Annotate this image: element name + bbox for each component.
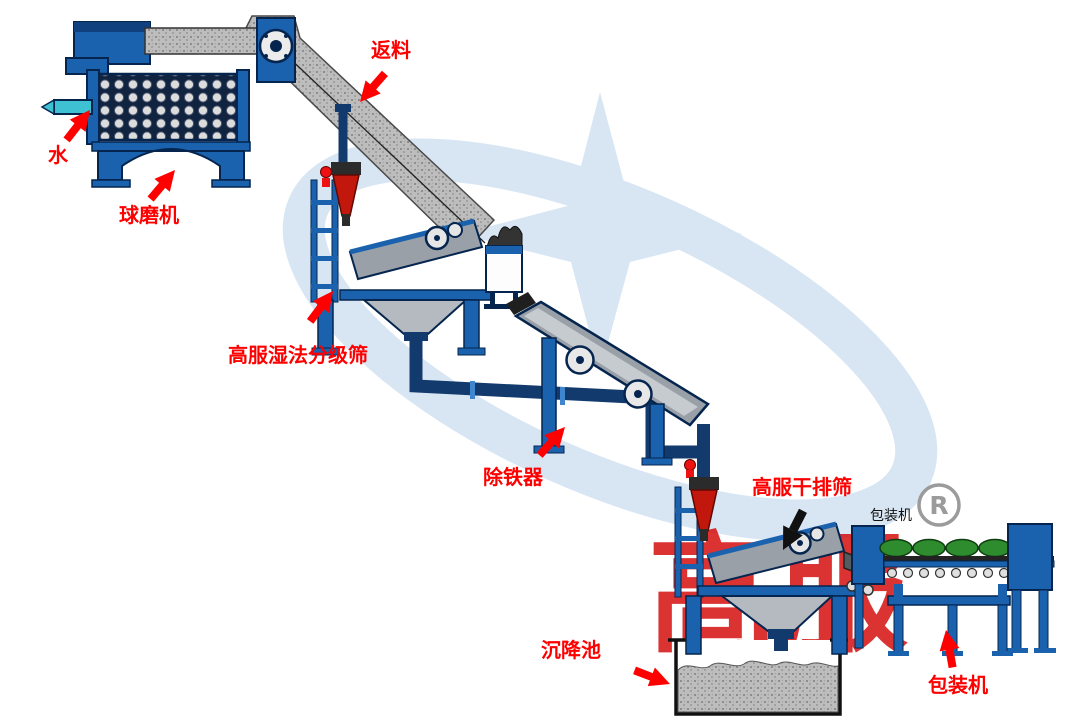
ball-mill <box>40 17 296 188</box>
registered-trademark: R <box>917 483 961 527</box>
sludge <box>677 660 839 713</box>
packing-machine-top-label: 包装机 <box>870 508 912 524</box>
mill-drum <box>94 72 242 142</box>
ball-mill-label: 球磨机 <box>119 203 179 227</box>
wet-screen-arrow <box>306 291 333 324</box>
return-material-label: 返料 <box>371 38 411 62</box>
dry-screen-label: 高服干排筛 <box>752 475 852 499</box>
settling-pond-label: 沉降池 <box>541 638 601 662</box>
packing-machine <box>851 523 1056 656</box>
vibrator-icon <box>809 526 825 542</box>
packing-machine-arrow <box>939 630 960 669</box>
star-watermark-shape <box>460 92 742 372</box>
packer-unit <box>1007 523 1053 591</box>
cyclone-cap <box>331 162 361 175</box>
sack <box>945 538 979 558</box>
settling-pond <box>668 638 848 716</box>
packing-machine-label: 包装机 <box>928 673 988 697</box>
pump-icon <box>320 166 332 178</box>
ball-mill-arrow <box>147 170 175 202</box>
iron-remover-arrow <box>536 427 565 458</box>
feed-chute <box>506 292 536 315</box>
callout-arrows <box>63 70 960 687</box>
water-label: 水 <box>48 143 69 167</box>
wet-classifying-screen <box>310 162 523 356</box>
pump-icon <box>684 459 696 471</box>
conveyor-belt <box>884 556 1054 561</box>
sack <box>879 538 913 558</box>
iron-remover <box>506 292 710 466</box>
background-watermark <box>282 92 938 542</box>
feed-tube <box>144 27 262 55</box>
water-arrow <box>63 110 90 143</box>
settling-pond-arrow <box>633 666 670 687</box>
vibrator-icon <box>447 222 463 238</box>
dry-screen-arrow <box>783 508 807 550</box>
iron-remover-label: 除铁器 <box>483 465 544 489</box>
wet-screen-label: 高服湿法分级筛 <box>228 343 368 367</box>
sack <box>912 538 946 558</box>
sack <box>978 538 1012 558</box>
callout-labels: 水 球磨机 返料 高服湿法分级筛 除铁器 高服干排筛 沉降池 包装机 <box>48 38 988 697</box>
cyclone-cap <box>689 477 719 490</box>
registered-mark-letter: R <box>929 491 948 520</box>
return-material-arrow <box>360 70 388 102</box>
